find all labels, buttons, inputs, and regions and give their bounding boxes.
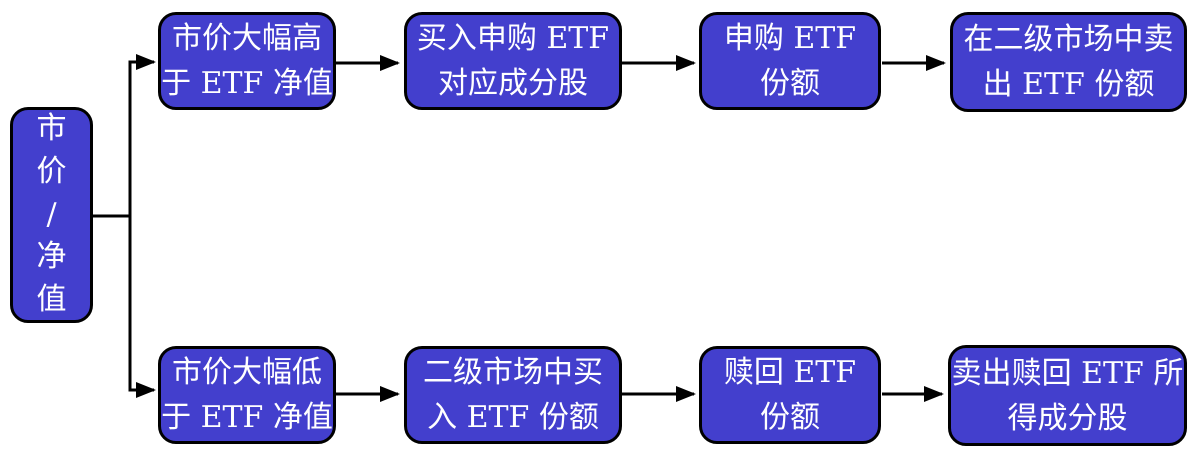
node-label: 赎回 ETF 份额 [723,355,857,435]
node-label: 市 价 / 净 值 [36,110,67,318]
connector-branch-to-bottom [128,216,156,398]
node-sell-redeemed-constituent-stocks: 卖出赎回 ETF 所 得成分股 [948,345,1187,446]
node-create-etf-shares: 申购 ETF 份额 [699,12,881,110]
connector-branch-to-top [128,54,156,216]
node-price-far-above-nav: 市价大幅高 于 ETF 净值 [158,12,336,110]
node-sell-etf-in-secondary-market: 在二级市场中卖 出 ETF 份额 [950,12,1187,112]
node-redeem-etf-shares: 赎回 ETF 份额 [699,346,881,444]
node-market-price-vs-nav: 市 价 / 净 值 [10,107,93,323]
node-label: 买入申购 ETF 对应成分股 [416,21,610,101]
node-label: 在二级市场中卖 出 ETF 份额 [963,22,1174,102]
node-buy-constituent-stocks: 买入申购 ETF 对应成分股 [404,12,622,110]
node-price-far-below-nav: 市价大幅低 于 ETF 净值 [158,346,336,444]
node-label: 二级市场中买 入 ETF 份额 [423,355,603,435]
node-label: 市价大幅低 于 ETF 净值 [161,355,333,435]
node-label: 申购 ETF 份额 [723,21,857,101]
node-label: 卖出赎回 ETF 所 得成分股 [951,355,1184,436]
node-buy-etf-in-secondary-market: 二级市场中买 入 ETF 份额 [404,346,622,444]
node-label: 市价大幅高 于 ETF 净值 [161,21,333,101]
